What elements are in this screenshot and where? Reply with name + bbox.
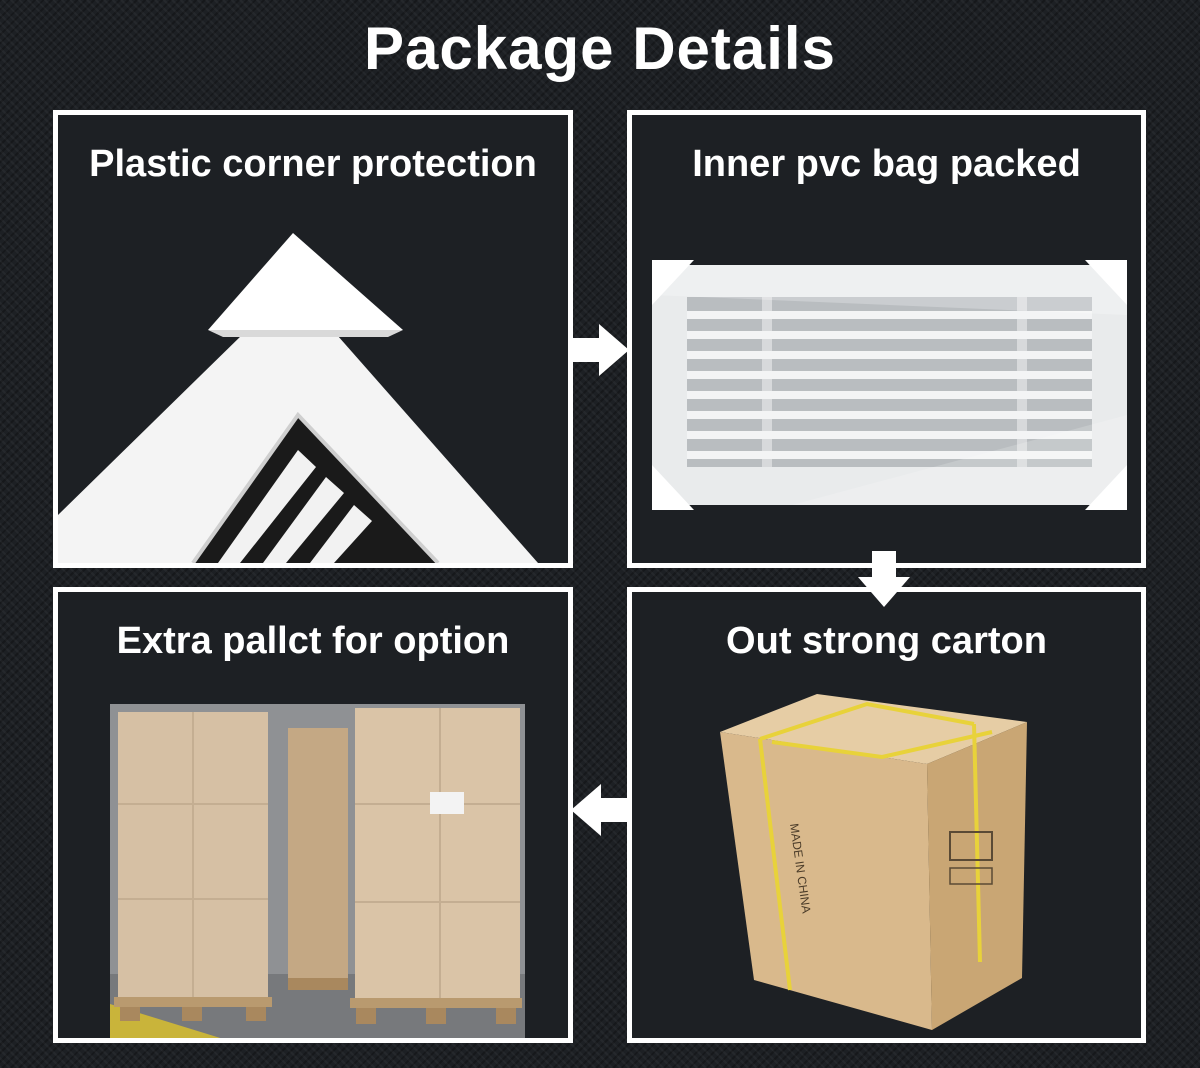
panel-label-pvc-bag: Inner pvc bag packed (692, 143, 1081, 185)
grille-in-bag-image (652, 260, 1127, 510)
carton-box-image: MADE IN CHINA (720, 694, 1027, 1030)
arrow-right-icon (573, 324, 629, 376)
corner-protector-image (58, 233, 538, 563)
panel-carton: Out strong carton MADE IN CHINA (627, 587, 1146, 1043)
panel-pvc-bag: Inner pvc bag packed (627, 110, 1146, 568)
panel-label-pallet: Extra pallct for option (116, 620, 510, 662)
panel-label-corner-protection: Plastic corner protection (89, 143, 537, 185)
arrow-down-icon (858, 551, 910, 607)
panel-corner-protection: Plastic corner protection (53, 110, 573, 568)
panel-pallet: Extra pallct for option (53, 587, 573, 1043)
panel-label-carton: Out strong carton (726, 620, 1047, 662)
page-title: Package Details (364, 15, 836, 82)
arrow-left-icon (571, 784, 627, 836)
pallet-stack-image (110, 704, 525, 1038)
